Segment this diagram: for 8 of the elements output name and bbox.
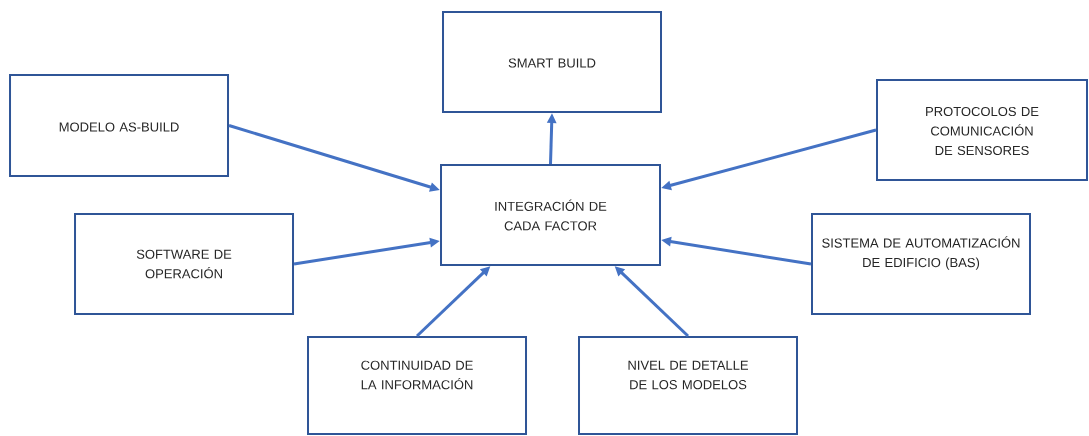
- process-box: INTEGRACIÓN DE CADA FACTOR: [440, 164, 661, 266]
- process-box: SISTEMA DE AUTOMATIZACIÓN DE EDIFICIO (BAS): [811, 213, 1031, 315]
- process-box: NIVEL DE DETALLE DE LOS MODELOS: [578, 336, 798, 435]
- process-box: MODELO AS-BUILD: [9, 74, 229, 177]
- process-box: SOFTWARE DE OPERACIÓN: [74, 213, 294, 315]
- process-box: PROTOCOLOS DE COMUNICACIÓN DE SENSORES: [876, 79, 1088, 181]
- process-box: CONTINUIDAD DE LA INFORMACIÓN: [307, 336, 527, 435]
- process-box: SMART BUILD: [442, 11, 662, 113]
